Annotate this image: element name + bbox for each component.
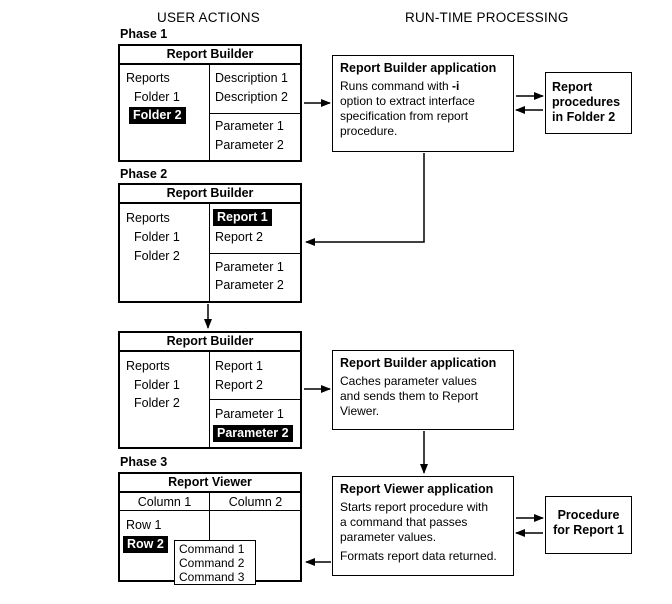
pane-divider bbox=[209, 352, 210, 449]
row-2-item-selected[interactable]: Row 2 bbox=[123, 536, 168, 553]
process-text: Caches parameter values bbox=[340, 374, 477, 388]
process-text: parameter values. bbox=[340, 530, 437, 544]
folder-1-item[interactable]: Folder 1 bbox=[134, 378, 180, 392]
pane-divider bbox=[209, 399, 300, 400]
folder-2-item[interactable]: Folder 2 bbox=[134, 396, 180, 410]
process-text: Viewer. bbox=[340, 404, 380, 418]
folder-1-item[interactable]: Folder 1 bbox=[134, 230, 180, 244]
process-description: Starts report procedure with a command t… bbox=[340, 500, 506, 564]
folder-2-item-selected[interactable]: Folder 2 bbox=[129, 107, 186, 124]
report-builder-window-phase1: Report Builder Reports Folder 1 Folder 2… bbox=[118, 44, 302, 162]
report-builder-app-box-2: Report Builder application Caches parame… bbox=[332, 350, 514, 430]
reports-label: Reports bbox=[126, 71, 170, 85]
side-text: in Folder 2 bbox=[552, 110, 616, 124]
side-text: Report bbox=[552, 80, 593, 94]
user-actions-header: USER ACTIONS bbox=[157, 10, 260, 25]
process-text: option to extract interface bbox=[340, 94, 475, 108]
process-description: Runs command with -i option to extract i… bbox=[340, 79, 506, 139]
command-menu-item[interactable]: Command 3 bbox=[179, 570, 245, 584]
process-text: Runs command with bbox=[340, 79, 453, 93]
process-title: Report Builder application bbox=[340, 356, 497, 370]
pane-divider bbox=[209, 253, 300, 254]
column-divider bbox=[209, 493, 210, 582]
runtime-processing-header: RUN-TIME PROCESSING bbox=[405, 10, 569, 25]
command-menu-item[interactable]: Command 2 bbox=[179, 556, 245, 570]
folder-1-item[interactable]: Folder 1 bbox=[134, 90, 180, 104]
reports-label: Reports bbox=[126, 359, 170, 373]
window-title: Report Viewer bbox=[120, 474, 300, 493]
column-2-header[interactable]: Column 2 bbox=[228, 495, 283, 509]
window-title: Report Builder bbox=[120, 46, 300, 65]
report-procedures-folder2-box: Report procedures in Folder 2 bbox=[545, 72, 632, 134]
header-divider bbox=[120, 510, 300, 511]
report-1-item[interactable]: Report 1 bbox=[215, 359, 263, 373]
report-builder-window-phase2: Report Builder Reports Folder 1 Folder 2… bbox=[118, 183, 302, 303]
report-1-item-selected[interactable]: Report 1 bbox=[213, 209, 272, 226]
description-1-item[interactable]: Description 1 bbox=[215, 71, 288, 85]
process-title: Report Builder application bbox=[340, 61, 497, 75]
parameter-2-item[interactable]: Parameter 2 bbox=[215, 278, 284, 292]
reports-label: Reports bbox=[126, 211, 170, 225]
process-text: a command that passes bbox=[340, 515, 468, 529]
description-2-item[interactable]: Description 2 bbox=[215, 90, 288, 104]
side-text: for Report 1 bbox=[553, 523, 624, 537]
command-menu-item[interactable]: Command 1 bbox=[179, 542, 245, 556]
window-title: Report Builder bbox=[120, 333, 300, 352]
command-popup-menu: Command 1 Command 2 Command 3 bbox=[174, 540, 256, 585]
phase-1-label: Phase 1 bbox=[120, 27, 168, 41]
parameter-2-item[interactable]: Parameter 2 bbox=[215, 138, 284, 152]
parameter-1-item[interactable]: Parameter 1 bbox=[215, 407, 284, 421]
phase-3-label: Phase 3 bbox=[120, 455, 168, 469]
window-title: Report Builder bbox=[120, 185, 300, 204]
side-text: procedures bbox=[552, 95, 621, 109]
parameter-2-item-selected[interactable]: Parameter 2 bbox=[213, 425, 293, 442]
report-2-item[interactable]: Report 2 bbox=[215, 378, 263, 392]
column-1-header[interactable]: Column 1 bbox=[137, 495, 192, 509]
pane-divider bbox=[209, 113, 300, 114]
report-2-item[interactable]: Report 2 bbox=[215, 230, 263, 244]
folder-2-item[interactable]: Folder 2 bbox=[134, 249, 180, 263]
phase-2-label: Phase 2 bbox=[120, 167, 168, 181]
side-text: Procedure bbox=[557, 508, 620, 522]
procedure-report1-box: Procedure for Report 1 bbox=[545, 496, 632, 554]
row-1-item[interactable]: Row 1 bbox=[126, 518, 162, 532]
process-text: and sends them to Report bbox=[340, 389, 479, 403]
process-description: Caches parameter values and sends them t… bbox=[340, 374, 506, 419]
process-text: Formats report data returned. bbox=[340, 549, 497, 563]
process-title: Report Viewer application bbox=[340, 482, 494, 496]
process-text: procedure. bbox=[340, 124, 398, 138]
i-option-flag: -i bbox=[452, 79, 460, 93]
process-text: specification from report bbox=[340, 109, 469, 123]
report-builder-window-params: Report Builder Reports Folder 1 Folder 2… bbox=[118, 331, 302, 449]
arrow-to-phase2-window bbox=[305, 153, 425, 246]
report-viewer-app-box: Report Viewer application Starts report … bbox=[332, 476, 514, 576]
process-text: Starts report procedure with bbox=[340, 500, 489, 514]
parameter-1-item[interactable]: Parameter 1 bbox=[215, 260, 284, 274]
report-builder-app-box-1: Report Builder application Runs command … bbox=[332, 55, 514, 152]
parameter-1-item[interactable]: Parameter 1 bbox=[215, 119, 284, 133]
